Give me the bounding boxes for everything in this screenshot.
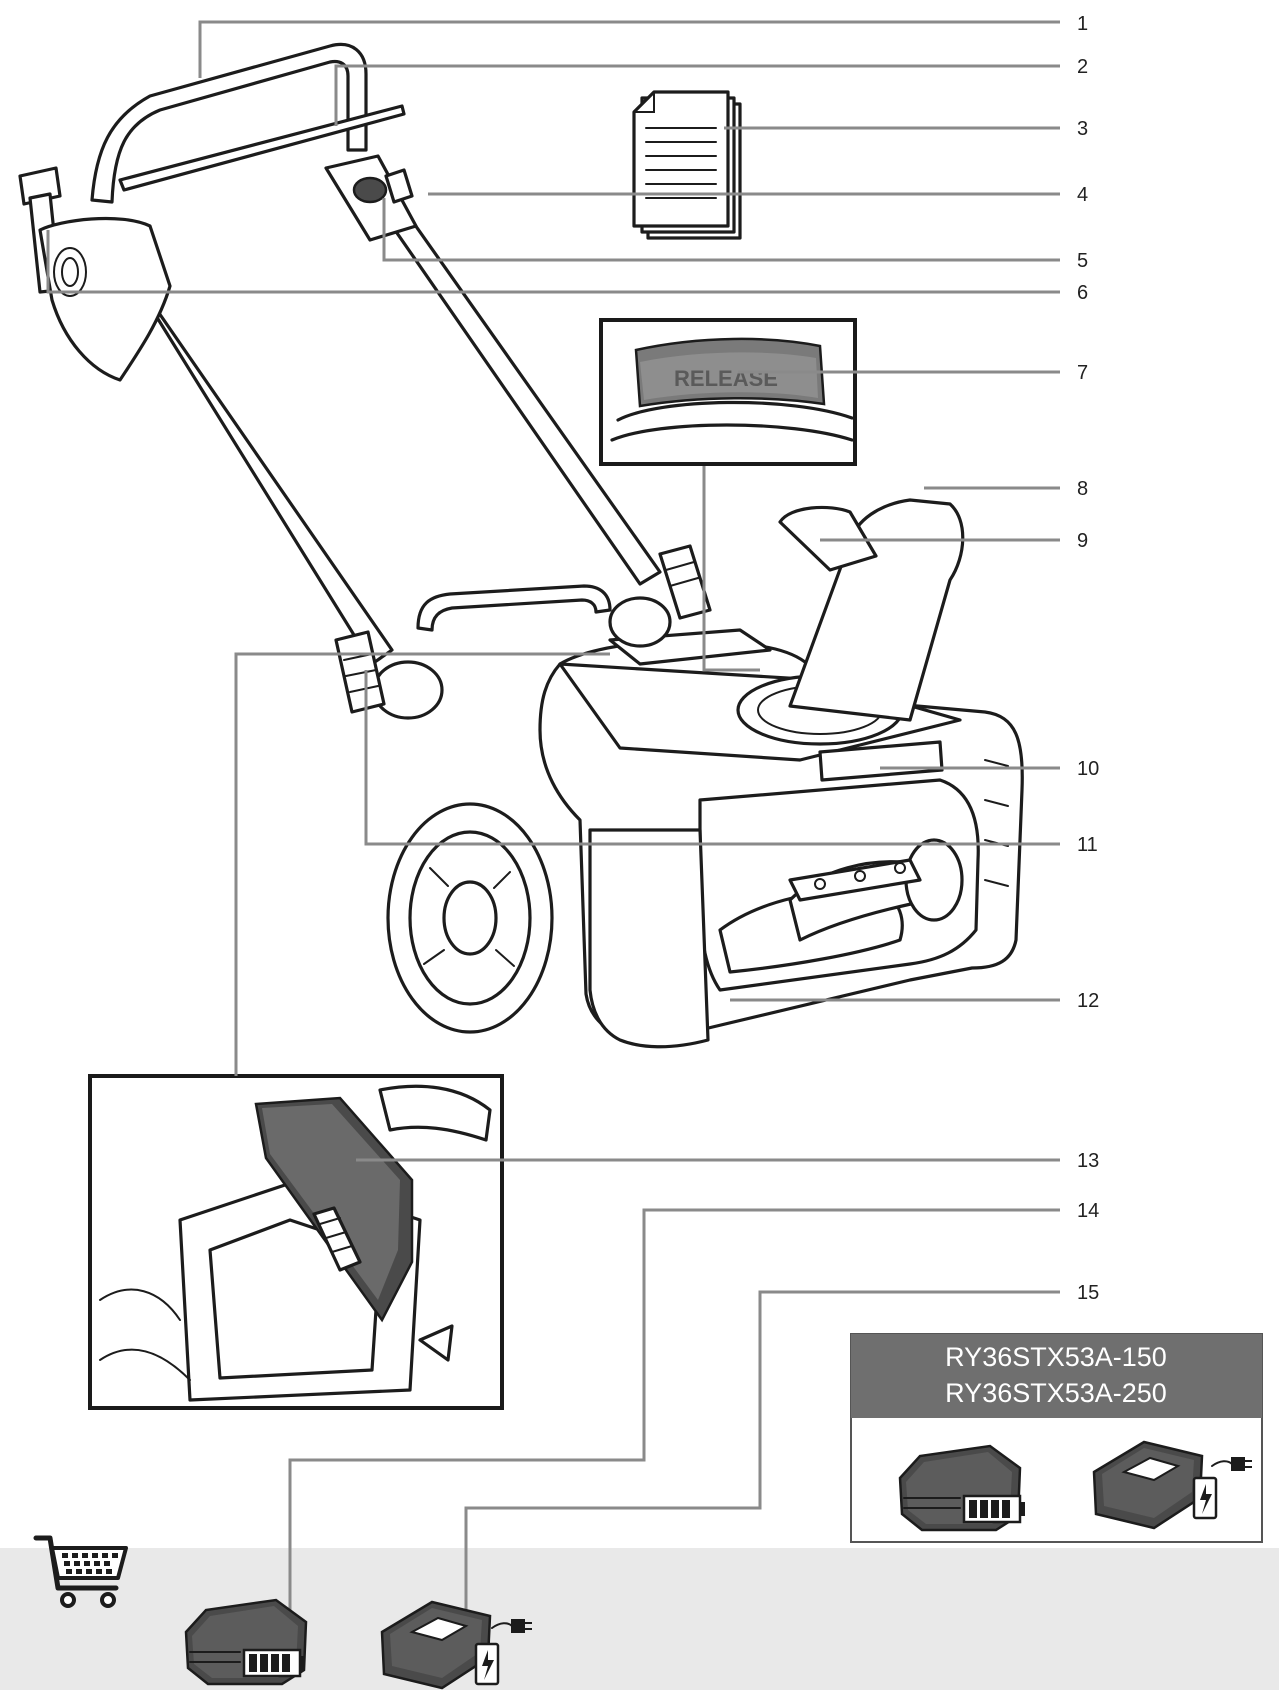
manual-document-icon <box>632 90 742 240</box>
battery-door-inset <box>88 1074 504 1410</box>
callout-6: 6 <box>1077 282 1088 304</box>
callout-5: 5 <box>1077 250 1088 272</box>
release-inset: RELEASE <box>599 318 857 466</box>
callout-3: 3 <box>1077 118 1088 140</box>
callout-13: 13 <box>1077 1150 1099 1172</box>
callout-10: 10 <box>1077 758 1099 780</box>
model-number-1: RY36STX53A-150 <box>945 1342 1167 1372</box>
model-number-2: RY36STX53A-250 <box>945 1378 1167 1408</box>
callout-12: 12 <box>1077 990 1099 1012</box>
snow-thrower-body <box>334 498 1024 1049</box>
release-label: RELEASE <box>674 366 778 391</box>
battery-pack-icon <box>184 1598 308 1686</box>
battery-pack-icon <box>898 1444 1025 1532</box>
callout-15: 15 <box>1077 1282 1099 1304</box>
leader-lines <box>46 20 1060 1620</box>
callout-numbers: 1 2 3 4 5 6 7 8 9 10 11 12 13 14 15 <box>1077 13 1099 1304</box>
callout-14: 14 <box>1077 1200 1099 1222</box>
shopping-cart-icon <box>33 1535 128 1608</box>
callout-9: 9 <box>1077 530 1088 552</box>
callout-11: 11 <box>1077 834 1098 856</box>
model-box: RY36STX53A-150 RY36STX53A-250 <box>850 1333 1263 1543</box>
handle-assembly <box>90 42 662 666</box>
battery-charger-icon <box>1092 1440 1252 1530</box>
start-switch-assembly <box>324 154 418 242</box>
callout-8: 8 <box>1077 478 1088 500</box>
callout-2: 2 <box>1077 56 1088 78</box>
battery-charger-icon <box>380 1600 532 1690</box>
callout-7: 7 <box>1077 362 1088 384</box>
chute-control-housing <box>18 166 172 382</box>
callout-4: 4 <box>1077 184 1088 206</box>
callout-1: 1 <box>1077 13 1088 35</box>
